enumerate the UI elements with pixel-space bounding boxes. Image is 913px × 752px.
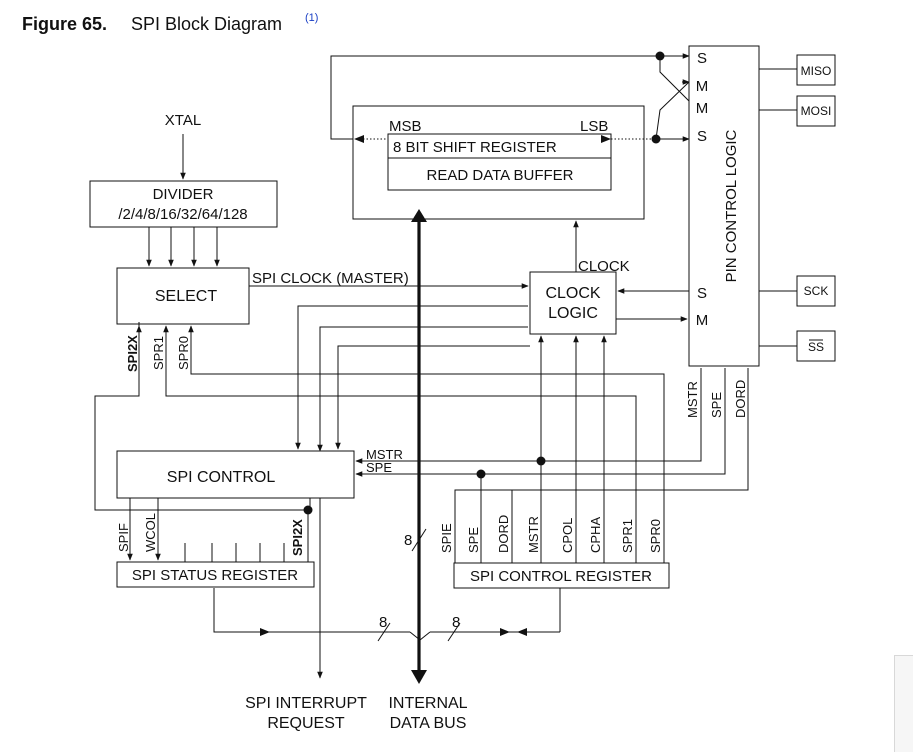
control-bit-cpol: CPOL <box>560 518 575 553</box>
internal-data-bus-label-2: DATA BUS <box>390 715 467 732</box>
select-block <box>116 267 250 325</box>
pin-input-dord: DORD <box>733 380 748 418</box>
pin-ss: SS <box>759 330 836 362</box>
spi-control-label: SPI CONTROL <box>167 469 276 486</box>
spi-clock-master-label: SPI CLOCK (MASTER) <box>252 270 409 287</box>
status-register-label: SPI STATUS REGISTER <box>132 567 298 584</box>
msb-label: MSB <box>389 118 422 135</box>
clock-logic-label-2: LOGIC <box>548 305 598 322</box>
figure-footnote-ref: (1) <box>305 12 318 24</box>
select-input-spi2x: SPI2X <box>125 335 140 372</box>
pin-sck: SCK <box>759 275 836 307</box>
divider-block <box>89 180 278 228</box>
pin-control-input-lines <box>355 335 749 530</box>
data-path-lines <box>330 51 690 144</box>
control-input-spe: SPE <box>366 460 392 475</box>
control-input-mstr: MSTR <box>366 447 403 462</box>
control-register-label: SPI CONTROL REGISTER <box>470 568 652 585</box>
control-bit-spe: SPE <box>466 527 481 553</box>
pin-control-block <box>688 45 760 367</box>
svg-text:MISO: MISO <box>801 64 832 78</box>
spi-control-block <box>116 450 355 499</box>
control-bit-mstr: MSTR <box>526 516 541 553</box>
pin-input-mstr: MSTR <box>685 381 700 418</box>
status-register-block <box>116 561 315 588</box>
read-buffer-inner <box>387 157 612 191</box>
pin-control-label: PIN CONTROL LOGIC <box>723 129 740 282</box>
pin-s-1: S <box>697 50 707 67</box>
interrupt-request-label-1: SPI INTERRUPT <box>245 695 367 712</box>
shift-register-label: 8 BIT SHIFT REGISTER <box>393 139 557 156</box>
divider-title: DIVIDER <box>153 186 214 203</box>
control-register-block <box>453 562 670 589</box>
pin-m-2: M <box>696 100 709 117</box>
interrupt-request-label-2: REQUEST <box>267 715 345 732</box>
pin-s-3: S <box>697 285 707 302</box>
select-input-spr1: SPR1 <box>151 336 166 370</box>
internal-data-bus-label-1: INTERNAL <box>388 695 467 712</box>
control-register-bit-lines <box>454 461 665 563</box>
control-bit-spr1: SPR1 <box>620 519 635 553</box>
read-buffer-label: READ DATA BUFFER <box>427 167 574 184</box>
control-feedback-lines <box>295 305 530 452</box>
status-register-tick-lines <box>184 510 309 562</box>
pin-miso: MISO <box>759 54 836 86</box>
control-bit-cpha: CPHA <box>588 517 603 553</box>
pin-mosi: MOSI <box>759 95 836 127</box>
status-bit-wcol: WCOL <box>143 513 158 552</box>
figure-number: Figure 65. <box>22 14 107 34</box>
divider-ratios: /2/4/8/16/32/64/128 <box>118 206 247 223</box>
lsb-label: LSB <box>580 118 608 135</box>
pin-input-spe: SPE <box>709 392 724 418</box>
shift-register-inner <box>387 133 612 159</box>
bus-width-control: 8 <box>452 614 460 631</box>
divider-to-select-lines <box>146 227 220 267</box>
svg-text:SS: SS <box>808 340 824 354</box>
pin-m-1: M <box>696 78 709 95</box>
figure-title: SPI Block Diagram <box>131 14 282 34</box>
status-bit-spi2x: SPI2X <box>290 519 305 556</box>
bus-width-main: 8 <box>404 532 412 549</box>
control-bit-dord: DORD <box>496 515 511 553</box>
bus-width-status: 8 <box>379 614 387 631</box>
clock-signal-label: CLOCK <box>578 258 630 275</box>
control-bit-spie: SPIE <box>439 523 454 553</box>
status-bit-spif: SPIF <box>116 523 131 552</box>
xtal-label: XTAL <box>165 112 201 129</box>
register-bus-connections <box>213 588 561 642</box>
clock-logic-label-1: CLOCK <box>545 285 600 302</box>
control-bit-spr0: SPR0 <box>648 519 663 553</box>
select-input-spr0: SPR0 <box>176 336 191 370</box>
svg-text:MOSI: MOSI <box>801 104 832 118</box>
pin-s-2: S <box>697 128 707 145</box>
clock-logic-block <box>529 271 617 335</box>
pin-m-3: M <box>696 312 709 329</box>
svg-text:SCK: SCK <box>804 284 829 298</box>
side-panel-edge <box>894 655 913 752</box>
select-label: SELECT <box>155 288 217 305</box>
